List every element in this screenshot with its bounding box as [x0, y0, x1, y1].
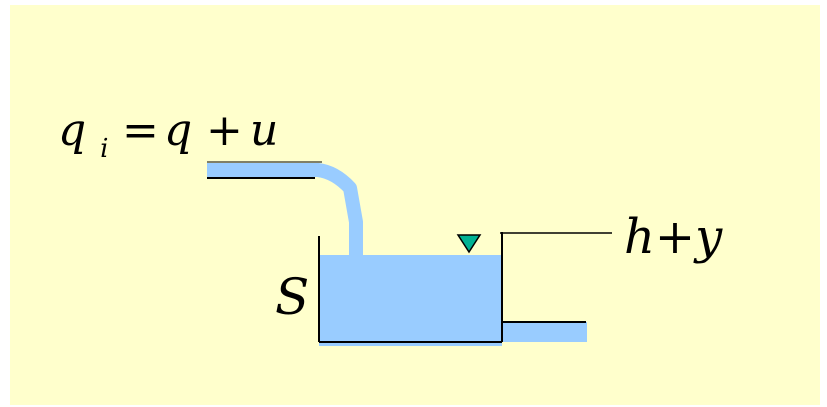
level-label: h+y — [624, 209, 723, 265]
inflow-plus: + — [206, 105, 243, 156]
inflow-subscript: i — [100, 134, 108, 164]
inflow-equals: = — [122, 105, 159, 156]
inflow-label: q i = q + u — [58, 105, 278, 168]
inflow-pipe — [207, 161, 363, 257]
area-label: S — [275, 268, 309, 326]
tank-outline — [318, 232, 503, 343]
inflow-q2: q — [164, 105, 192, 156]
inflow-u: u — [250, 105, 278, 156]
water-level-marker — [456, 234, 482, 254]
outflow-pipe — [503, 321, 587, 342]
tank-water — [319, 255, 502, 346]
inflow-q: q — [58, 105, 86, 156]
